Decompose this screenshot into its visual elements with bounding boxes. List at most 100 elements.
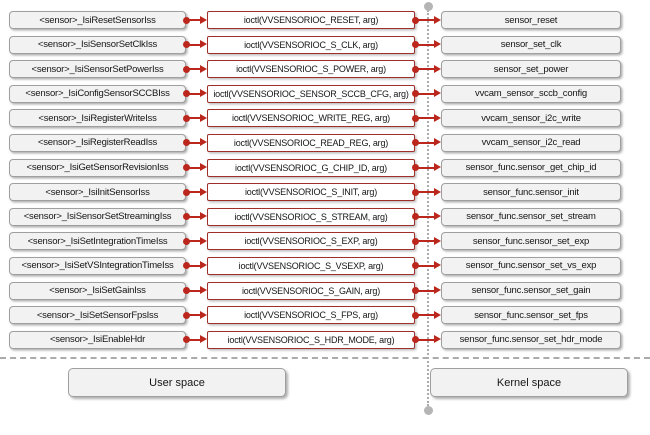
user-api-box: <sensor>_IsiSetGainIss (9, 281, 186, 300)
connector-line (187, 314, 202, 317)
mapping-row: <sensor>_IsiSensorSetStreamingIss ioctl(… (0, 207, 650, 226)
arrowhead-icon (434, 286, 441, 295)
connector-line (187, 264, 202, 267)
arrowhead-icon (200, 286, 207, 295)
user-api-box: <sensor>_IsiSensorSetClkIss (9, 35, 186, 54)
arrowhead-icon (434, 15, 441, 24)
connector-line (416, 191, 436, 194)
mapping-rows: <sensor>_IsiResetSensorIss ioctl(VVSENSO… (0, 11, 650, 349)
connector-dot-icon (183, 336, 190, 344)
arrow-connector (183, 331, 207, 349)
ioctl-box: ioctl(VVSENSORIOC_S_VSEXP, arg) (207, 256, 415, 275)
connector-dot-icon (183, 164, 190, 172)
kernel-func-box: sensor_func.sensor_set_hdr_mode (441, 330, 621, 349)
kernel-func-box: sensor_func.sensor_init (441, 183, 621, 202)
arrow-connector (412, 306, 441, 324)
arrow-connector (183, 257, 207, 275)
arrowhead-icon (434, 212, 441, 221)
mapping-row: <sensor>_IsiConfigSensorSCCBIss ioctl(VV… (0, 84, 650, 103)
arrowhead-icon (434, 40, 441, 49)
arrowhead-icon (434, 89, 441, 98)
connector-dot-icon (412, 65, 419, 73)
divider-endpoint-dot-top (424, 2, 433, 11)
arrowhead-icon (434, 335, 441, 344)
connector-dot-icon (412, 311, 419, 319)
connector-line (416, 43, 436, 46)
kernel-space-label: Kernel space (430, 368, 628, 397)
arrow-connector (412, 183, 441, 201)
arrowhead-icon (200, 212, 207, 221)
arrowhead-icon (200, 89, 207, 98)
user-api-box: <sensor>_IsiGetSensorRevisionIss (9, 158, 186, 177)
kernel-func-box: sensor_set_clk (441, 35, 621, 54)
connector-line (416, 314, 436, 317)
connector-dot-icon (183, 287, 190, 295)
arrow-connector (183, 60, 207, 78)
arrow-connector (183, 159, 207, 177)
mapping-row: <sensor>_IsiRegisterWriteIss ioctl(VVSEN… (0, 109, 650, 128)
connector-line (187, 338, 202, 341)
connector-dot-icon (183, 90, 190, 98)
user-api-box: <sensor>_IsiSetIntegrationTimeIss (9, 232, 186, 251)
user-space-label: User space (68, 368, 286, 397)
connector-dot-icon (183, 188, 190, 196)
connector-line (416, 264, 436, 267)
ioctl-box: ioctl(VVSENSORIOC_S_CLK, arg) (207, 35, 415, 54)
arrow-connector (412, 331, 441, 349)
kernel-func-box: sensor_set_power (441, 60, 621, 79)
mapping-row: <sensor>_IsiRegisterReadIss ioctl(VVSENS… (0, 133, 650, 152)
arrowhead-icon (200, 138, 207, 147)
connector-dot-icon (412, 188, 419, 196)
user-api-box: <sensor>_IsiSensorSetStreamingIss (9, 207, 186, 226)
kernel-func-box: sensor_func.sensor_set_exp (441, 232, 621, 251)
connector-dot-icon (412, 90, 419, 98)
connector-line (416, 289, 436, 292)
arrowhead-icon (434, 187, 441, 196)
mapping-row: <sensor>_IsiSensorSetClkIss ioctl(VVSENS… (0, 35, 650, 54)
user-api-box: <sensor>_IsiSetSensorFpsIss (9, 306, 186, 325)
connector-line (416, 117, 436, 120)
arrowhead-icon (200, 40, 207, 49)
connector-line (187, 117, 202, 120)
connector-dot-icon (412, 16, 419, 24)
kernel-func-box: sensor_reset (441, 11, 621, 29)
arrow-connector (412, 85, 441, 103)
arrowhead-icon (200, 187, 207, 196)
ioctl-box: ioctl(VVSENSORIOC_WRITE_REG, arg) (207, 109, 415, 128)
mapping-row: <sensor>_IsiSetSensorFpsIss ioctl(VVSENS… (0, 306, 650, 325)
connector-dot-icon (412, 164, 419, 172)
connector-line (187, 141, 202, 144)
connector-line (187, 240, 202, 243)
ioctl-box: ioctl(VVSENSORIOC_S_INIT, arg) (207, 183, 415, 202)
connector-line (416, 68, 436, 71)
arrow-connector (412, 109, 441, 127)
arrow-connector (412, 159, 441, 177)
arrowhead-icon (200, 310, 207, 319)
ioctl-box: ioctl(VVSENSORIOC_RESET, arg) (207, 11, 415, 29)
arrowhead-icon (200, 15, 207, 24)
arrow-connector (412, 232, 441, 250)
connector-dot-icon (183, 237, 190, 245)
arrow-connector (412, 60, 441, 78)
connector-line (187, 191, 202, 194)
arrow-connector (183, 36, 207, 54)
connector-line (416, 240, 436, 243)
connector-line (416, 19, 436, 21)
connector-dot-icon (412, 139, 419, 147)
arrowhead-icon (200, 261, 207, 270)
ioctl-box: ioctl(VVSENSORIOC_G_CHIP_ID, arg) (207, 158, 415, 177)
kernel-func-box: sensor_func.sensor_set_stream (441, 207, 621, 226)
ioctl-box: ioctl(VVSENSORIOC_S_STREAM, arg) (207, 207, 415, 226)
user-api-box: <sensor>_IsiSetVSIntegrationTimeIss (9, 256, 186, 275)
connector-line (416, 166, 436, 169)
connector-line (416, 215, 436, 218)
mapping-row: <sensor>_IsiResetSensorIss ioctl(VVSENSO… (0, 11, 650, 29)
kernel-func-box: sensor_func.sensor_set_vs_exp (441, 256, 621, 275)
mapping-row: <sensor>_IsiSensorSetPowerIss ioctl(VVSE… (0, 60, 650, 79)
arrow-connector (183, 85, 207, 103)
ioctl-box: ioctl(VVSENSORIOC_S_POWER, arg) (207, 60, 415, 79)
connector-dot-icon (183, 213, 190, 221)
connector-line (187, 68, 202, 71)
arrow-connector (412, 208, 441, 226)
